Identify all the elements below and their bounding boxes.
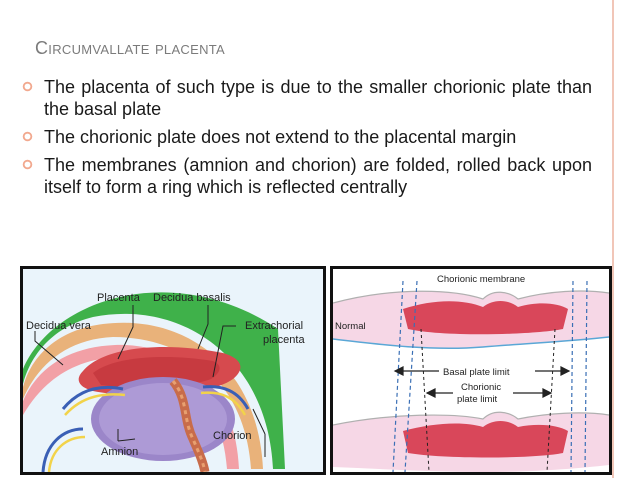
bullet-text: The placenta of such type is due to the … <box>44 77 592 119</box>
label-plate-limit: plate limit <box>457 394 497 405</box>
bullet-item: The chorionic plate does not extend to t… <box>22 126 592 148</box>
label-decidua-vera: Decidua vera <box>26 320 92 332</box>
label-basal-plate-limit: Basal plate limit <box>443 367 510 378</box>
plate-limit-illustration: Chorionic membrane Normal Basal plate li… <box>333 269 609 472</box>
bullet-item: The placenta of such type is due to the … <box>22 76 592 120</box>
label-decidua-basalis: Decidua basalis <box>153 292 231 304</box>
label-placenta: Placenta <box>97 292 141 304</box>
slide-title: Circumvallate placenta <box>35 38 226 58</box>
label-extrachorial-placenta: placenta <box>263 334 305 346</box>
bullet-item: The membranes (amnion and chorion) are f… <box>22 154 592 198</box>
placenta-cross-section-illustration: Placenta Decidua basalis Decidua vera Ex… <box>23 269 323 472</box>
label-chorionic-membrane: Chorionic membrane <box>437 274 525 285</box>
bullet-text: The membranes (amnion and chorion) are f… <box>44 155 592 197</box>
label-extrachorial: Extrachorial <box>245 320 303 332</box>
bullet-text: The chorionic plate does not extend to t… <box>44 127 517 147</box>
bullet-circle-icon <box>22 131 33 142</box>
bullet-circle-icon <box>22 159 33 170</box>
bullet-circle-icon <box>22 81 33 92</box>
label-chorion: Chorion <box>213 430 252 442</box>
placenta-cross-section-diagram: Placenta Decidua basalis Decidua vera Ex… <box>20 266 326 475</box>
plate-limit-comparison-diagram: Chorionic membrane Normal Basal plate li… <box>330 266 612 475</box>
label-chorionic: Chorionic <box>461 382 501 393</box>
label-normal: Normal <box>335 321 366 332</box>
label-amnion: Amnion <box>101 446 138 458</box>
slide-accent-rule <box>612 0 614 478</box>
bullet-list: The placenta of such type is due to the … <box>22 76 592 204</box>
